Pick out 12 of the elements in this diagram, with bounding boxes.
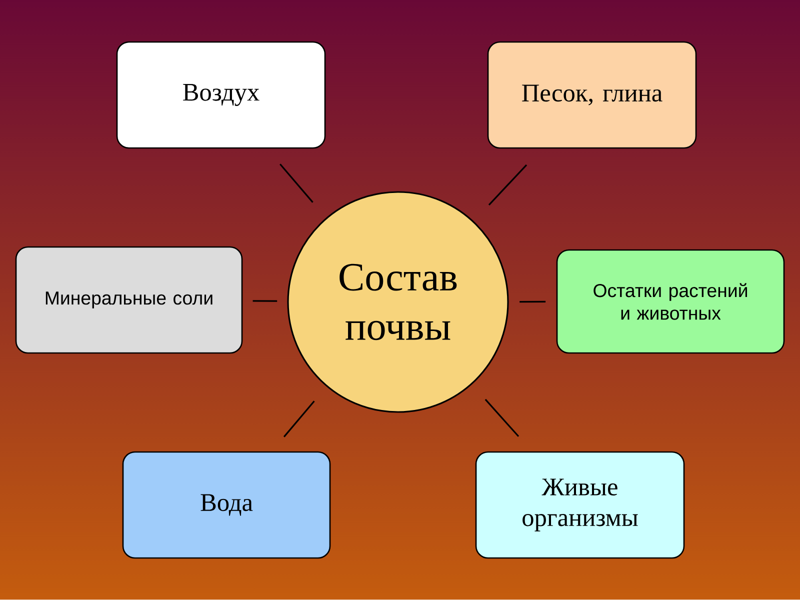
connector-line	[488, 164, 528, 206]
connector-line	[484, 398, 520, 437]
text-box: Вода	[122, 451, 331, 559]
connector-line	[520, 300, 546, 303]
text-box: Песок, глина	[487, 41, 697, 149]
connector-line	[252, 300, 278, 302]
connector-line	[283, 400, 315, 438]
text-box: Минеральные соли	[15, 246, 243, 354]
text-box: Живые организмы	[475, 451, 685, 559]
text-box: Воздух	[116, 41, 326, 149]
connector-line	[280, 164, 314, 203]
text-box: Остатки растений и животных	[556, 249, 785, 354]
